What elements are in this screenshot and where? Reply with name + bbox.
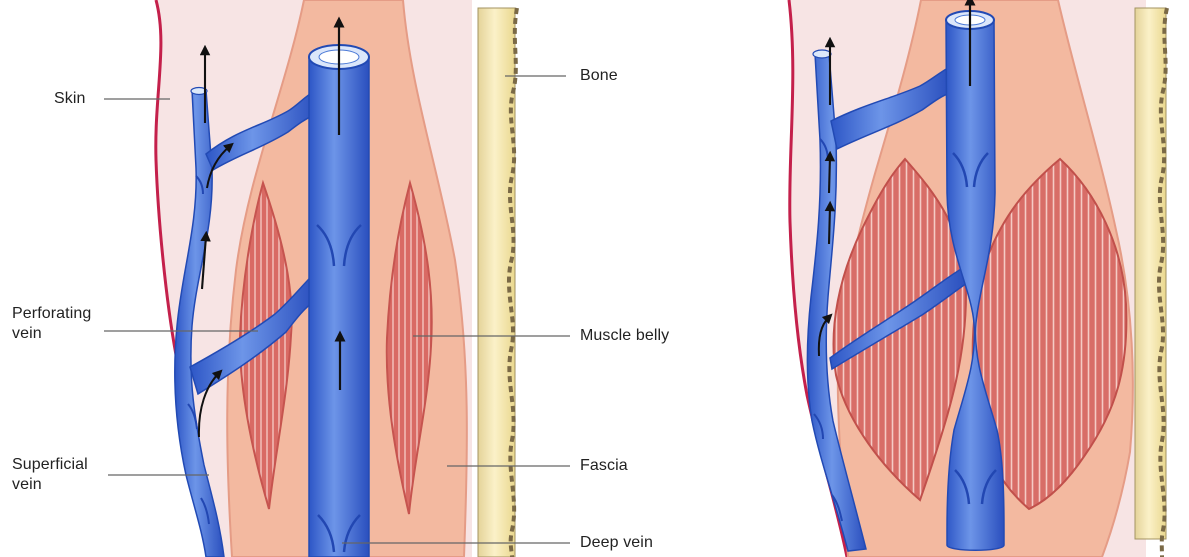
right-panel [789,0,1167,557]
label-deep-vein: Deep vein [580,533,653,553]
label-superficial-vein: Superficial vein [12,455,88,495]
label-fascia: Fascia [580,456,628,476]
right-superficial-upper-arrow [829,156,830,193]
left-panel [156,0,517,557]
right-superficial-mid-arrow [829,206,830,244]
label-bone: Bone [580,66,618,86]
label-muscle-belly: Muscle belly [580,326,669,346]
label-perforating-vein: Perforating vein [12,304,91,344]
label-skin: Skin [54,89,86,109]
